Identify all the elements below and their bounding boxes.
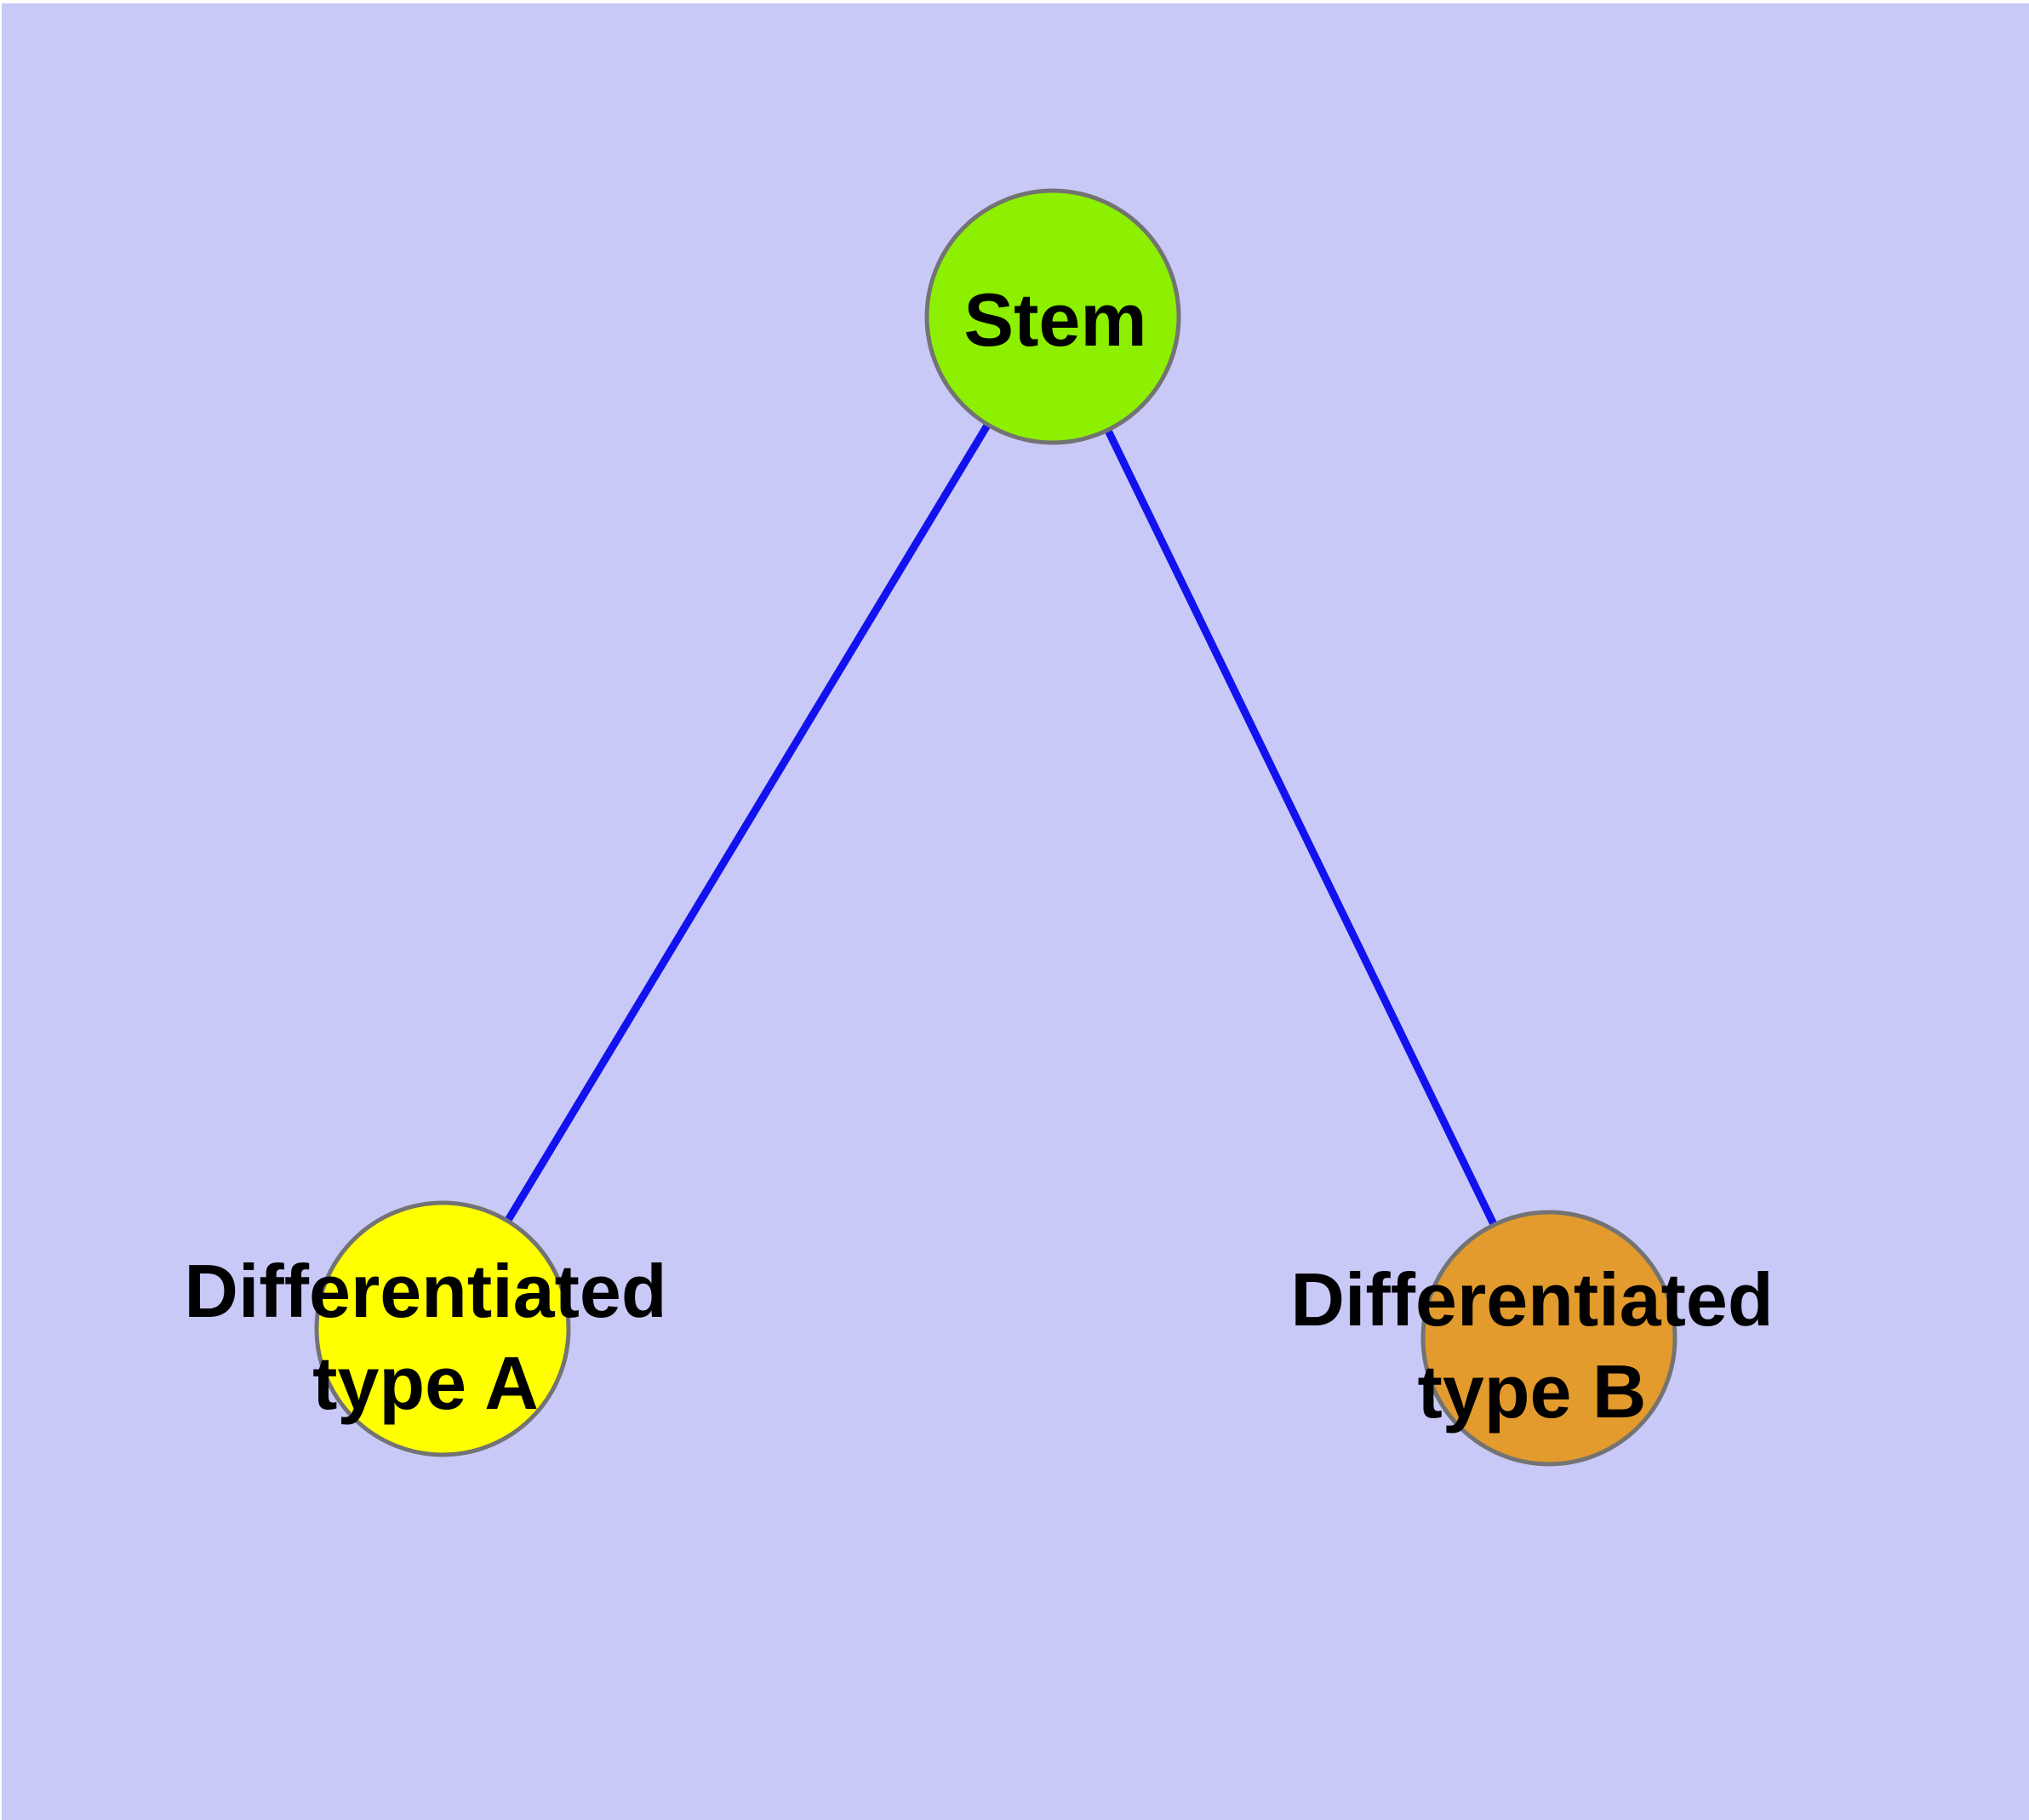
node-type-a-circle — [314, 1200, 571, 1457]
node-type-b-label-line1: Differentiated — [1290, 1257, 1773, 1342]
node-stem-circle — [924, 188, 1181, 445]
edge-stem-to-type-a — [439, 314, 1056, 1331]
node-stem-label: Stem — [963, 278, 1146, 362]
node-type-a-label-line1: Differentiated — [184, 1249, 666, 1333]
node-type-a-label-line2: type A — [312, 1341, 539, 1425]
node-type-b-circle — [1420, 1210, 1677, 1467]
edge-stem-to-type-b — [1049, 315, 1553, 1340]
node-type-b-label-line2: type B — [1418, 1349, 1647, 1434]
